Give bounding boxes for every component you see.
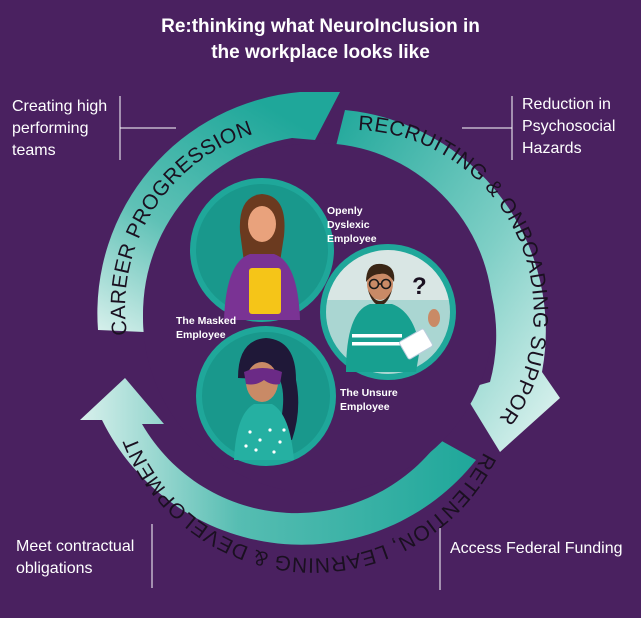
- persona-unsure-circle: ?: [320, 244, 456, 380]
- masked-woman-body-icon: [234, 404, 294, 460]
- man-beard-icon: [368, 290, 392, 306]
- man-body-icon: [346, 304, 420, 372]
- outcome-top-left: Creating high performing teams: [12, 98, 108, 159]
- ring-segment-career: [97, 92, 340, 332]
- outcome-bottom-right: Access Federal Funding: [450, 540, 623, 557]
- woman-face-icon: [248, 206, 276, 242]
- connector-top-right: [462, 96, 513, 160]
- ring-segment-retention: [80, 378, 476, 545]
- title-line-1: Re:thinking what NeuroInclusion in: [161, 16, 480, 37]
- connector-top-left: [119, 96, 176, 160]
- persona-label-masked: The Masked Employee: [176, 315, 239, 341]
- persona-label-dyslexic: Openly Dyslexic Employee: [327, 205, 377, 245]
- folder-icon: [249, 268, 281, 314]
- masked-woman-hair-icon: [238, 338, 299, 440]
- title-line-2: the workplace looks like: [211, 42, 430, 63]
- eye-mask-icon: [244, 368, 282, 385]
- persona-dyslexic-circle: [190, 178, 334, 322]
- ring-segment-recruiting: [333, 110, 560, 452]
- outcome-top-right: Reduction in Psychosocial Hazards: [522, 96, 616, 157]
- tablet-icon: [399, 328, 433, 360]
- page-title: Re:thinking what NeuroInclusion in the w…: [0, 14, 641, 66]
- raised-hand-icon: [428, 309, 440, 327]
- persona-label-unsure: The Unsure Employee: [340, 387, 401, 413]
- man-hair-icon: [366, 263, 395, 282]
- outcome-bottom-left: Meet contractual obligations: [16, 538, 135, 577]
- question-mark-icon: ?: [412, 273, 427, 300]
- glasses-icon: [368, 278, 392, 290]
- persona-masked-circle: [196, 326, 336, 466]
